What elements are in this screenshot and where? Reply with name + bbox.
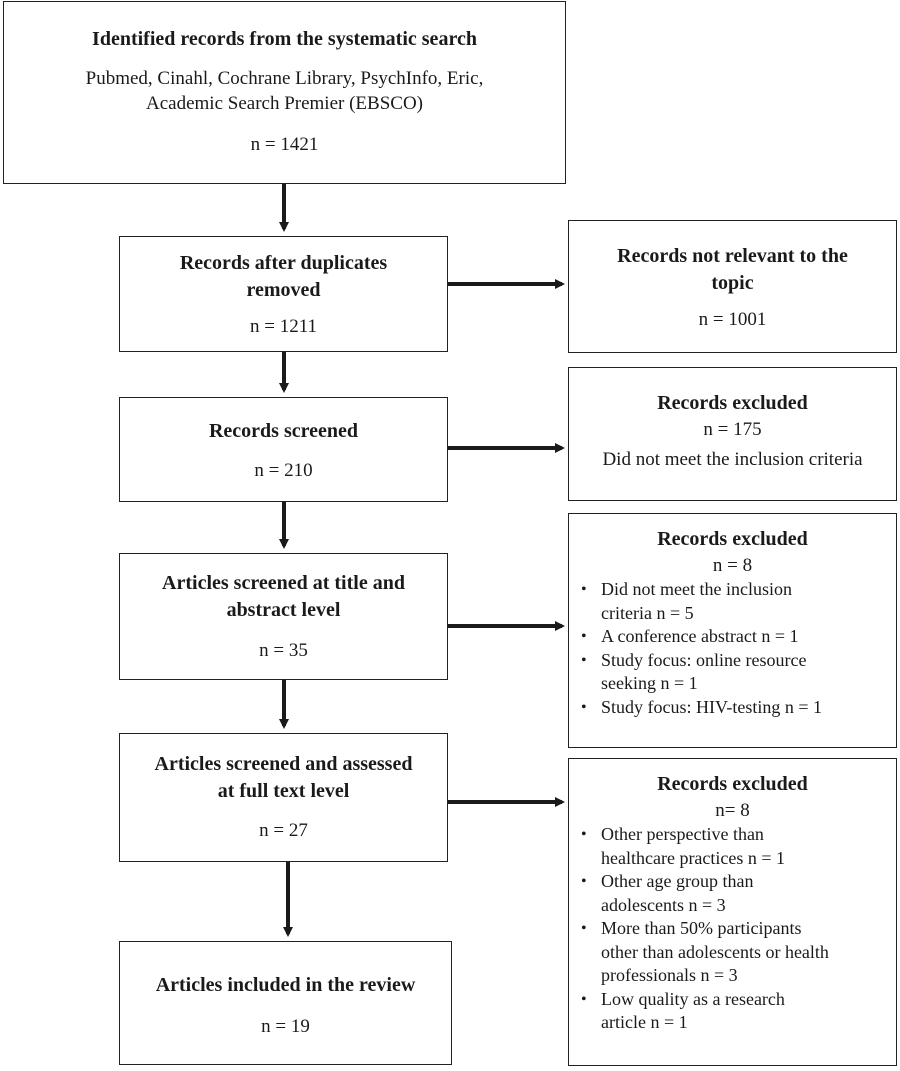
box-records-screened: Records screened n = 210 — [119, 397, 448, 502]
excluded-3-reason: Low quality as a research article n = 1 — [569, 988, 896, 1035]
screened-count: n = 210 — [254, 460, 313, 481]
full-text-title-line1: Articles screened and assessed — [154, 753, 413, 775]
included-title: Articles included in the review — [155, 974, 416, 996]
box-not-relevant: Records not relevant to the topic n = 10… — [568, 220, 897, 353]
excluded-3-reason: Other perspective than healthcare practi… — [569, 823, 896, 870]
not-relevant-count: n = 1001 — [698, 309, 767, 330]
title-abstract-count: n = 35 — [259, 640, 308, 661]
title-abstract-title-line2: abstract level — [226, 599, 341, 621]
identified-sources-line2: Academic Search Premier (EBSCO) — [146, 93, 423, 114]
box-excluded-3: Records excluded n= 8 Other perspective … — [568, 758, 897, 1066]
excluded-2-title: Records excluded — [657, 528, 808, 550]
screened-title: Records screened — [208, 420, 359, 442]
excluded-2-reason: A conference abstract n = 1 — [569, 625, 896, 649]
excluded-3-title: Records excluded — [657, 773, 808, 795]
excluded-2-reasons: Did not meet the inclusion criteria n = … — [569, 578, 896, 719]
excluded-3-reason: Other age group than adolescents n = 3 — [569, 870, 896, 917]
full-text-title-line2: at full text level — [217, 780, 350, 802]
duplicates-title-line1: Records after duplicates — [179, 252, 388, 274]
box-identified-records: Identified records from the systematic s… — [3, 1, 566, 184]
not-relevant-title-line2: topic — [711, 272, 754, 294]
identified-sources-line1: Pubmed, Cinahl, Cochrane Library, PsychI… — [85, 68, 484, 89]
box-included: Articles included in the review n = 19 — [119, 941, 452, 1065]
excluded-3-reasons: Other perspective than healthcare practi… — [569, 823, 896, 1035]
included-count: n = 19 — [261, 1016, 310, 1037]
excluded-1-note: Did not meet the inclusion criteria — [602, 449, 863, 470]
excluded-3-count: n= 8 — [715, 800, 750, 821]
identified-title: Identified records from the systematic s… — [92, 28, 477, 50]
not-relevant-title-line1: Records not relevant to the — [617, 245, 848, 267]
box-excluded-1: Records excluded n = 175 Did not meet th… — [568, 367, 897, 501]
excluded-1-title: Records excluded — [657, 392, 808, 414]
excluded-2-reason: Study focus: HIV-testing n = 1 — [569, 696, 896, 720]
box-excluded-2: Records excluded n = 8 Did not meet the … — [568, 513, 897, 748]
identified-count: n = 1421 — [250, 134, 319, 155]
box-title-abstract: Articles screened at title and abstract … — [119, 553, 448, 680]
duplicates-count: n = 1211 — [249, 316, 317, 337]
excluded-2-reason: Did not meet the inclusion criteria n = … — [569, 578, 896, 625]
excluded-1-count: n = 175 — [703, 419, 762, 440]
title-abstract-title-line1: Articles screened at title and — [162, 572, 405, 594]
box-after-duplicates: Records after duplicates removed n = 121… — [119, 236, 448, 352]
excluded-2-reason: Study focus: online resource seeking n =… — [569, 649, 896, 696]
excluded-3-reason: More than 50% participants other than ad… — [569, 917, 896, 988]
box-full-text: Articles screened and assessed at full t… — [119, 733, 448, 862]
duplicates-title-line2: removed — [246, 279, 321, 301]
full-text-count: n = 27 — [259, 820, 308, 841]
excluded-2-count: n = 8 — [712, 555, 753, 576]
